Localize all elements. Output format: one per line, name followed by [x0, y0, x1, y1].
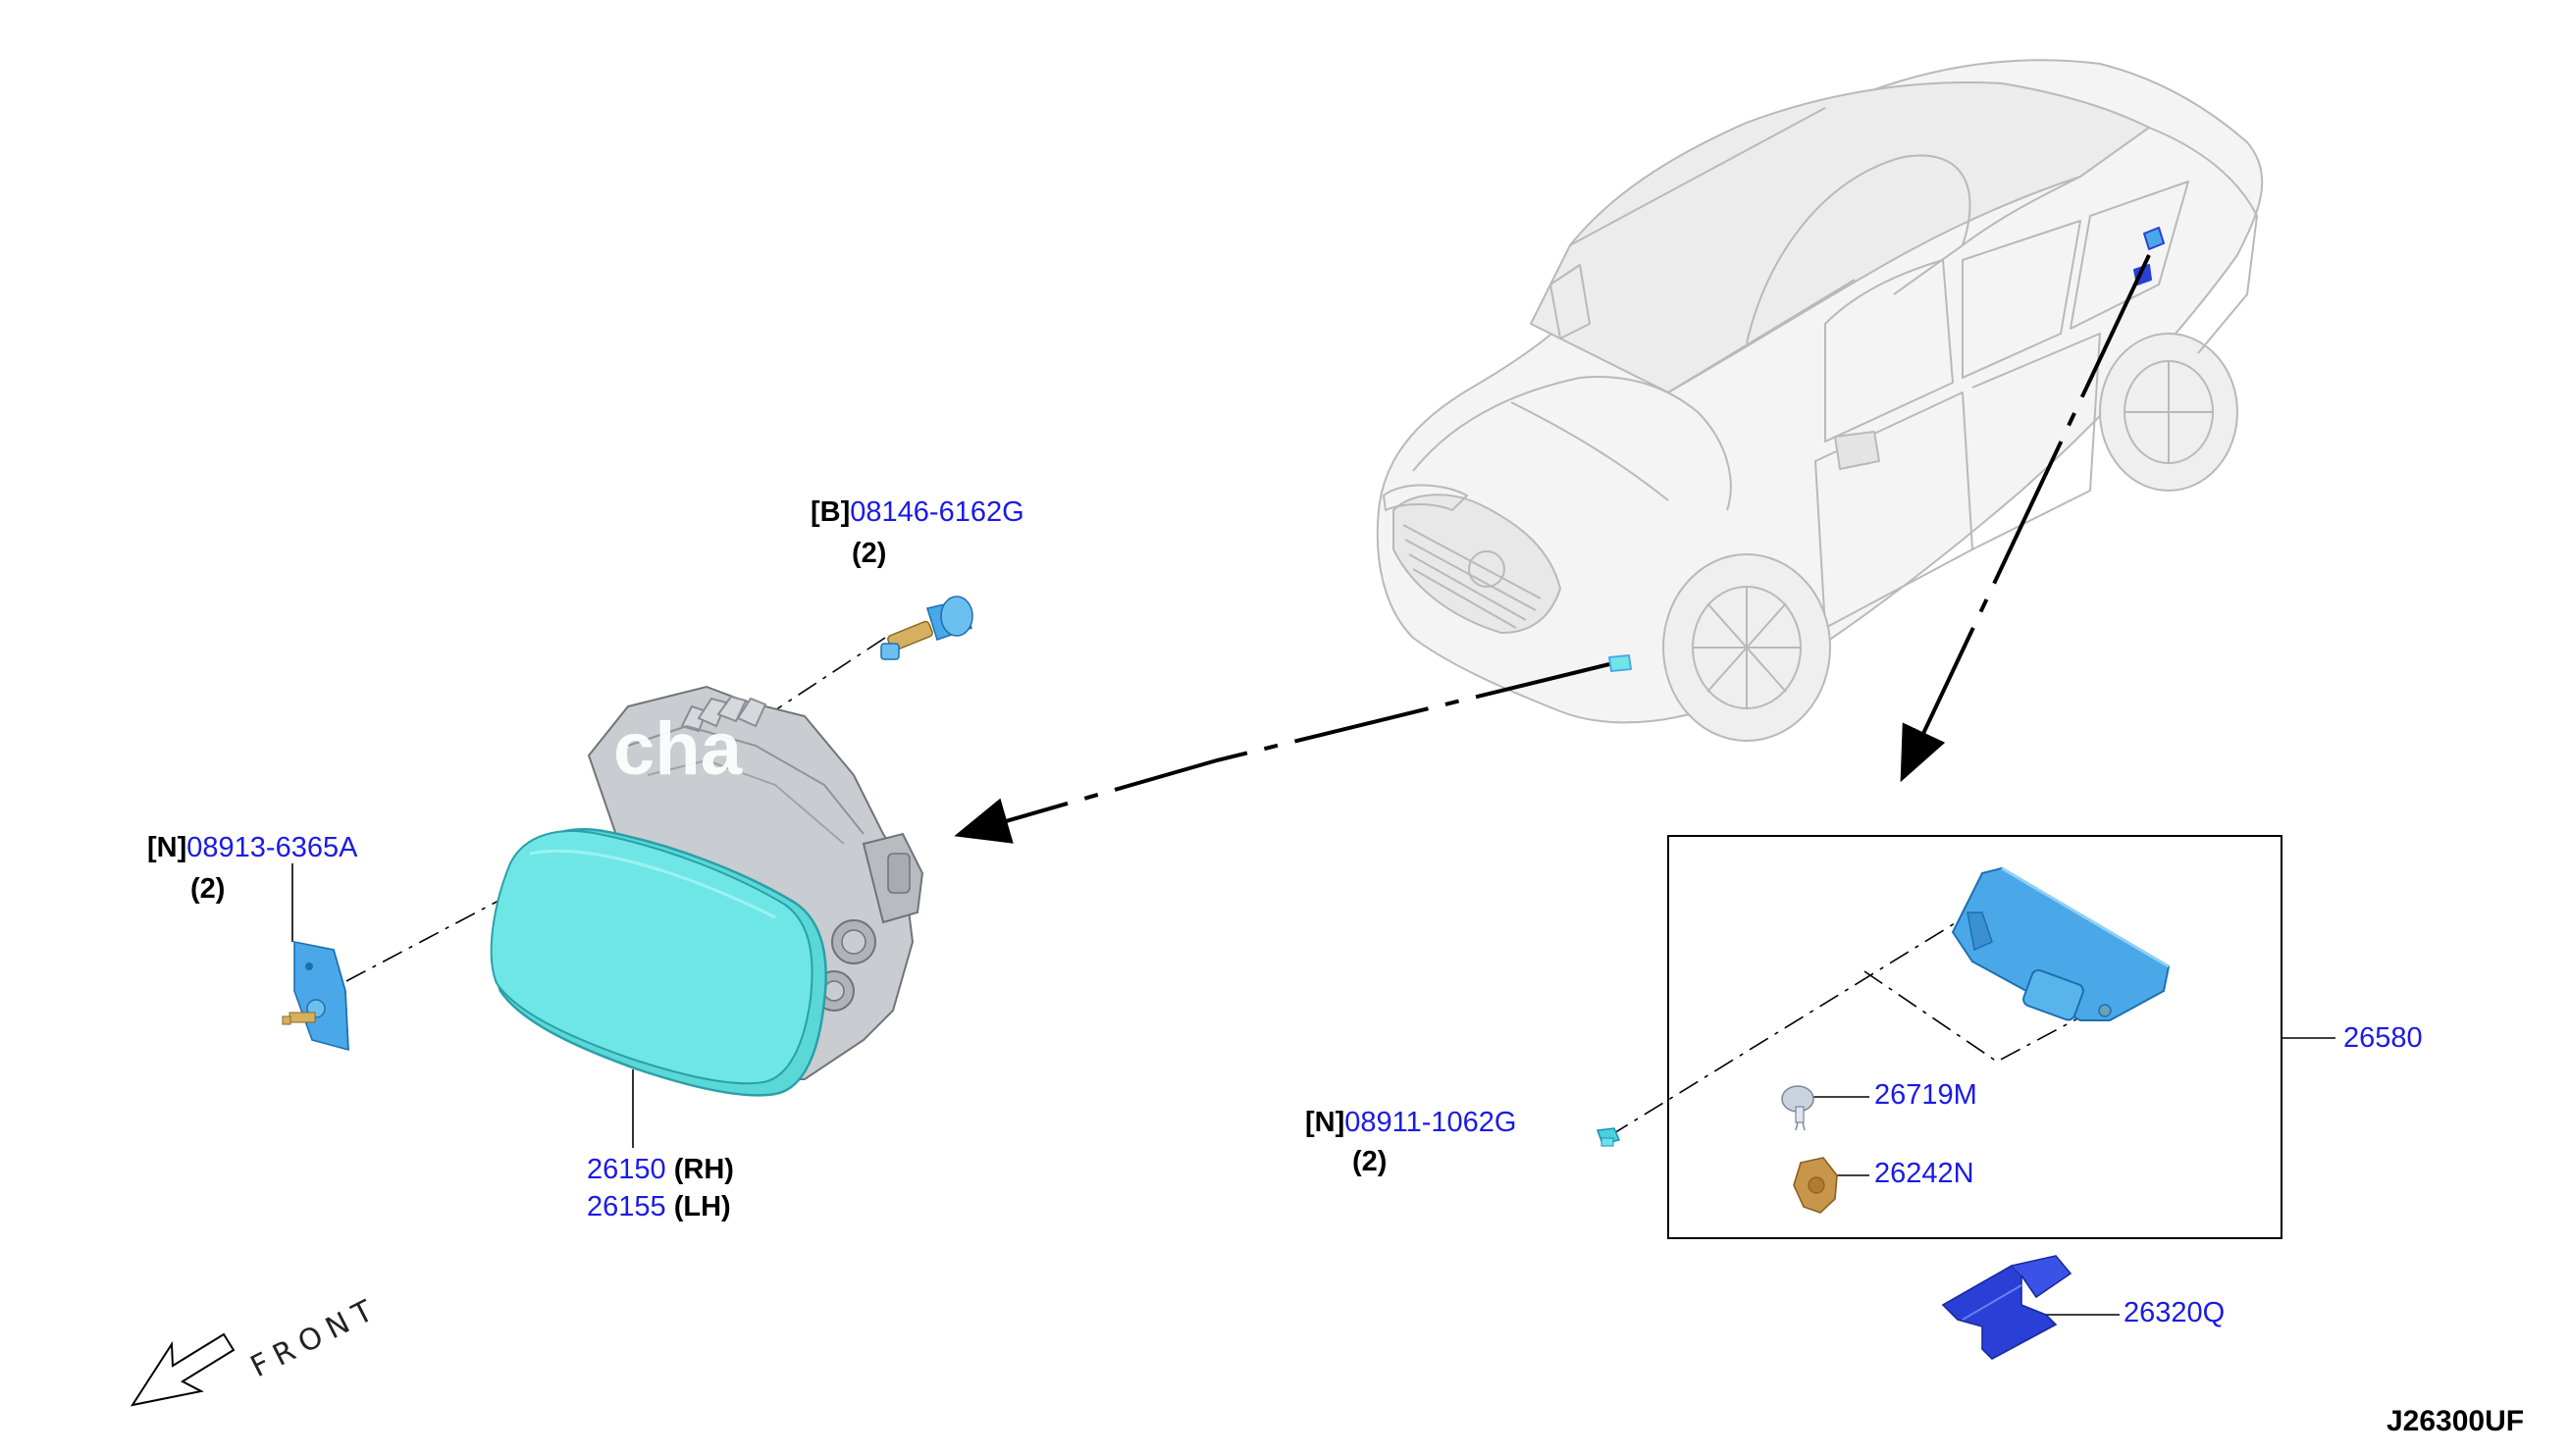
- nut-left-prefix: [N]: [147, 832, 187, 863]
- callout-nut-right: [N]08911-1062G: [1305, 1107, 1516, 1138]
- watermark-text: cha: [613, 707, 742, 791]
- bolt-quantity: (2): [852, 538, 887, 569]
- callout-nut-left: [N]08913-6365A: [147, 832, 357, 863]
- license-lamp-part: [1951, 866, 2171, 1021]
- socket-part: [1793, 1157, 1838, 1214]
- fog-lamp-lh-side: (LH): [673, 1191, 731, 1222]
- gasket-part-number[interactable]: 26320Q: [2124, 1297, 2226, 1328]
- gasket-part: [1941, 1255, 2072, 1360]
- fog-lamp-rh-side: (RH): [673, 1154, 734, 1185]
- fog-lamp-lh-part-number[interactable]: 26155: [587, 1191, 666, 1222]
- license-lamp-part-number[interactable]: 26580: [2343, 1022, 2423, 1054]
- arrow-to-fog-lamp: [954, 662, 1610, 844]
- assembly-line-nut-right: [1608, 911, 1973, 1137]
- fog-lamp-part: [490, 685, 924, 1097]
- nut-left-part-number[interactable]: 08913-6365A: [186, 832, 358, 863]
- callout-fog-lamp-rh: 26150 (RH): [587, 1154, 734, 1185]
- bolt-part-number[interactable]: 08146-6162G: [850, 496, 1024, 528]
- nut-left-quantity: (2): [190, 873, 226, 905]
- vehicle-illustration: [1376, 59, 2264, 742]
- fog-lamp-rh-part-number[interactable]: 26150: [587, 1154, 666, 1185]
- bulb-part: [1781, 1085, 1814, 1131]
- license-lamp-detail-box: [1667, 835, 2282, 1239]
- callout-fog-lamp-lh: 26155 (LH): [587, 1191, 731, 1222]
- arrow-to-license-lamp-box: [1900, 254, 2151, 783]
- front-direction-arrow: [130, 1332, 236, 1407]
- nut-right-part-number[interactable]: 08911-1062G: [1344, 1107, 1517, 1138]
- nut-right-prefix: [N]: [1305, 1107, 1345, 1138]
- nut-left-part: [282, 941, 349, 1052]
- bulb-part-number[interactable]: 26719M: [1874, 1079, 1977, 1111]
- callout-bolt: [B]08146-6162G: [811, 496, 1024, 528]
- diagram-code: J26300UF: [2386, 1405, 2525, 1437]
- bolt-prefix: [B]: [811, 496, 851, 528]
- nut-right-quantity: (2): [1352, 1146, 1388, 1177]
- bolt-part: [880, 596, 973, 660]
- nut-right-part: [1596, 1127, 1621, 1147]
- socket-part-number[interactable]: 26242N: [1874, 1158, 1974, 1189]
